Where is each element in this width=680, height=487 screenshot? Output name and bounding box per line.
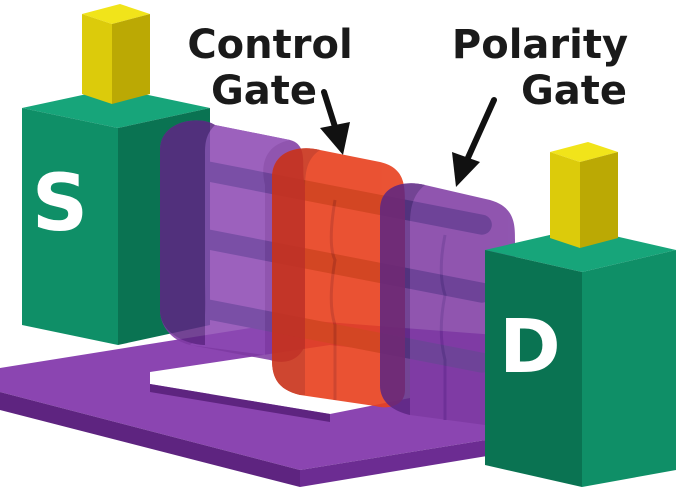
control-gate-label-line2: Gate <box>211 68 317 114</box>
control-gate-arrow <box>320 89 350 155</box>
control-gate-label-line1: Control <box>187 22 352 68</box>
left-polarity-gate <box>160 120 305 362</box>
source-label: S <box>32 159 88 249</box>
right-polarity-gate[interactable] <box>380 183 515 427</box>
polarity-gate-label-line1: Polarity <box>452 22 628 68</box>
polarity-gate-label-line2: Gate <box>521 68 627 114</box>
drain-label: D <box>499 304 560 390</box>
control-gate[interactable] <box>272 148 405 408</box>
source-contact <box>82 4 150 104</box>
polarity-gate-arrow <box>452 97 497 187</box>
drain-contact <box>550 142 618 248</box>
drain-block <box>485 228 676 487</box>
